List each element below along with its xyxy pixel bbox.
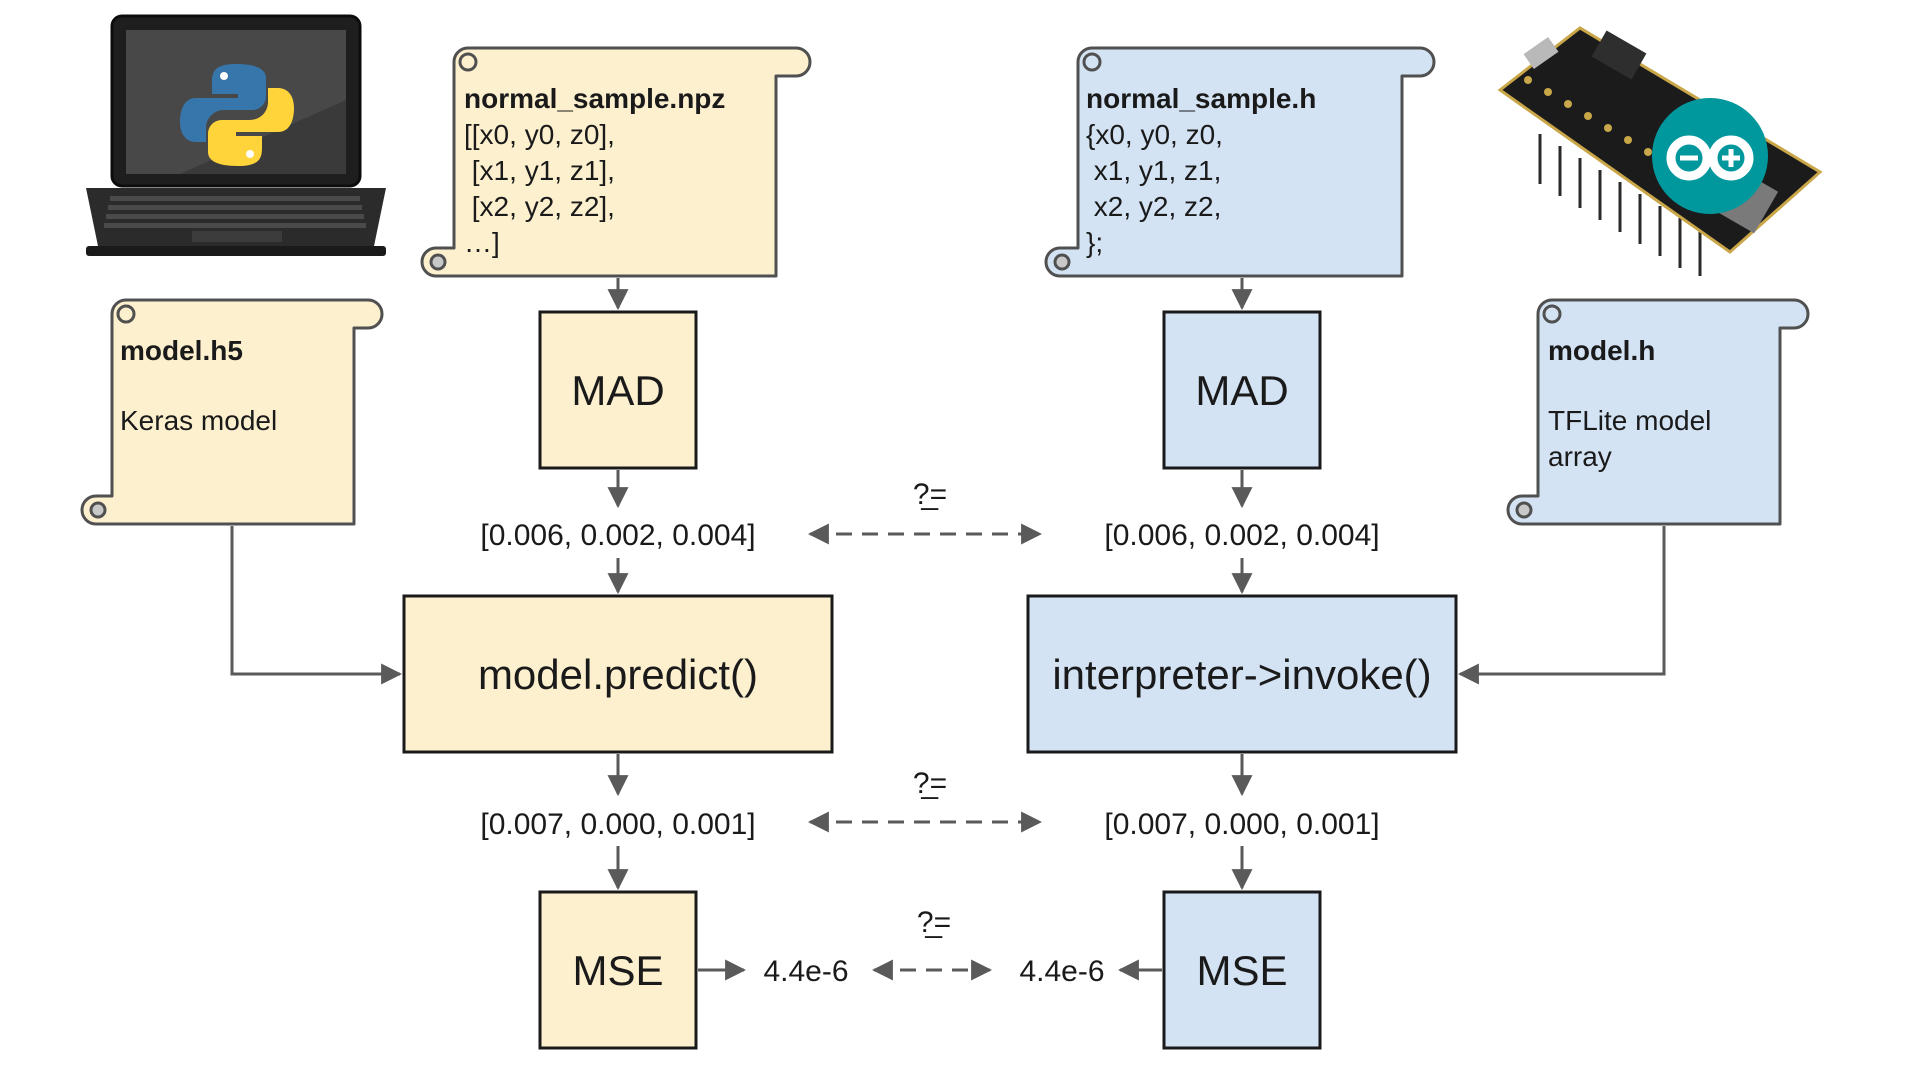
right-mad-output: [0.006, 0.002, 0.004] — [1104, 519, 1379, 552]
scroll-title: model.h — [1548, 335, 1655, 366]
interpreter-invoke-box: interpreter->invoke() — [1026, 594, 1458, 754]
left-mad-output: [0.006, 0.002, 0.004] — [480, 519, 755, 552]
scroll-line: x2, y2, z2, — [1086, 191, 1221, 222]
scroll-line: [x1, y1, z1], — [464, 155, 615, 186]
left-mse-box: MSE — [538, 890, 698, 1050]
compare-symbol: ?̲= — [917, 906, 951, 939]
scroll-line: Keras model — [120, 405, 277, 436]
right-mse-output: 4.4e-6 — [1019, 955, 1104, 988]
tflite-model-scroll: model.h TFLite model array — [1506, 298, 1810, 526]
predict-label: model.predict() — [478, 651, 758, 698]
right-invoke-output: [0.007, 0.000, 0.001] — [1104, 808, 1379, 841]
model-predict-box: model.predict() — [402, 594, 834, 754]
compare-symbol: ?̲= — [913, 478, 947, 511]
mad-label: MAD — [571, 367, 664, 414]
arrow — [230, 526, 403, 685]
left-predict-output: [0.007, 0.000, 0.001] — [480, 808, 755, 841]
scroll-title: normal_sample.h — [1086, 83, 1316, 114]
scroll-line: [x2, y2, z2], — [464, 191, 615, 222]
scroll-title: normal_sample.npz — [464, 83, 725, 114]
mad-label: MAD — [1195, 367, 1288, 414]
sample-h-scroll: normal_sample.h {x0, y0, z0, x1, y1, z1,… — [1044, 46, 1436, 278]
scroll-line: …] — [464, 227, 500, 258]
invoke-label: interpreter->invoke() — [1052, 651, 1431, 698]
scroll-line: x1, y1, z1, — [1086, 155, 1221, 186]
flow-arrows — [230, 278, 1666, 981]
laptop-python-icon — [86, 14, 386, 256]
scroll-line: {x0, y0, z0, — [1086, 119, 1223, 150]
arrow — [1457, 526, 1666, 685]
compare-symbol: ?̲= — [913, 767, 947, 800]
scroll-line: TFLite model — [1548, 405, 1711, 436]
left-mad-box: MAD — [538, 310, 698, 470]
scroll-line: }; — [1086, 227, 1103, 258]
scroll-title: model.h5 — [120, 335, 243, 366]
left-mse-output: 4.4e-6 — [763, 955, 848, 988]
arduino-board-icon — [1497, 26, 1823, 276]
sample-npz-scroll: normal_sample.npz [[x0, y0, z0], [x1, y1… — [420, 46, 812, 278]
scroll-line: array — [1548, 441, 1612, 472]
comparison-arrows — [807, 523, 1043, 981]
mse-label: MSE — [1196, 947, 1287, 994]
scroll-line: [[x0, y0, z0], — [464, 119, 615, 150]
right-mad-box: MAD — [1162, 310, 1322, 470]
keras-model-scroll: model.h5 Keras model — [80, 298, 384, 526]
mse-label: MSE — [572, 947, 663, 994]
right-mse-box: MSE — [1162, 890, 1322, 1050]
